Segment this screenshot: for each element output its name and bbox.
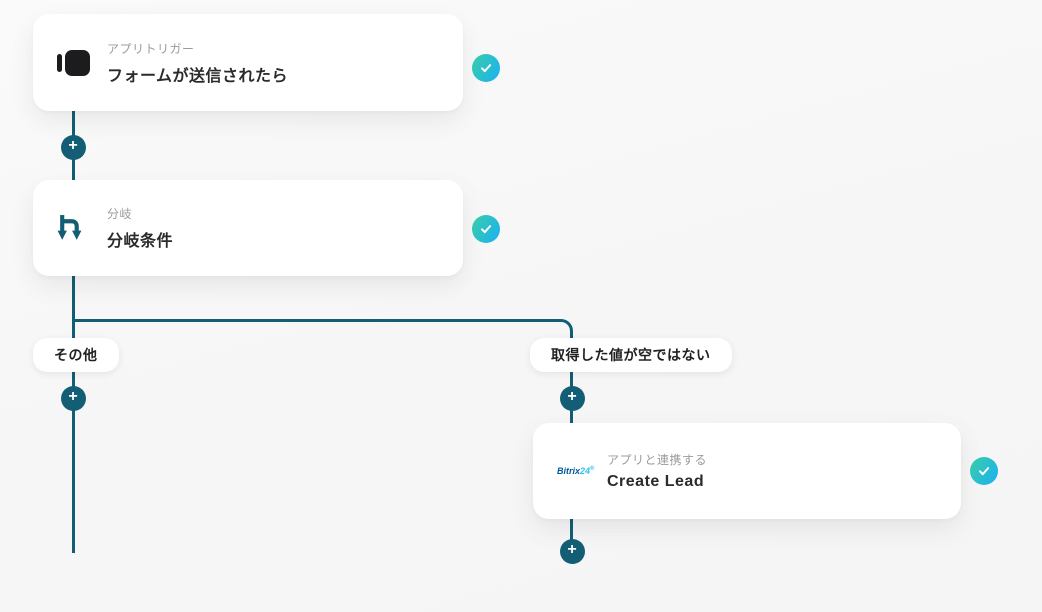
- branch-title: 分岐条件: [107, 233, 174, 250]
- action-node-card[interactable]: Bitrix24® アプリと連携する Create Lead: [533, 423, 961, 519]
- trigger-status-check-icon: [472, 54, 500, 82]
- connector-right-branch: [73, 319, 573, 423]
- branch-node-card[interactable]: 分岐 分岐条件: [33, 180, 463, 276]
- branch-status-check-icon: [472, 215, 500, 243]
- action-title: Create Lead: [607, 473, 705, 490]
- add-step-button[interactable]: +: [60, 134, 86, 160]
- action-status-check-icon: [970, 457, 998, 485]
- trigger-node-card[interactable]: アプリトリガー フォームが送信されたら: [33, 14, 463, 111]
- form-app-icon: [57, 49, 90, 76]
- add-step-button[interactable]: +: [559, 385, 585, 411]
- branch-label-other[interactable]: その他: [33, 338, 119, 372]
- trigger-category-label: アプリトリガー: [107, 41, 195, 56]
- branch-category-label: 分岐: [107, 207, 133, 221]
- connector-action-bottom: [570, 519, 573, 552]
- branch-label-condition[interactable]: 取得した値が空ではない: [530, 338, 732, 372]
- bitrix24-logo: Bitrix24®: [557, 466, 595, 476]
- trigger-title: フォームが送信されたら: [107, 67, 289, 85]
- action-category-label: アプリと連携する: [607, 453, 708, 467]
- branch-icon: [57, 214, 82, 240]
- add-step-button[interactable]: +: [60, 385, 86, 411]
- add-step-button[interactable]: +: [559, 538, 585, 564]
